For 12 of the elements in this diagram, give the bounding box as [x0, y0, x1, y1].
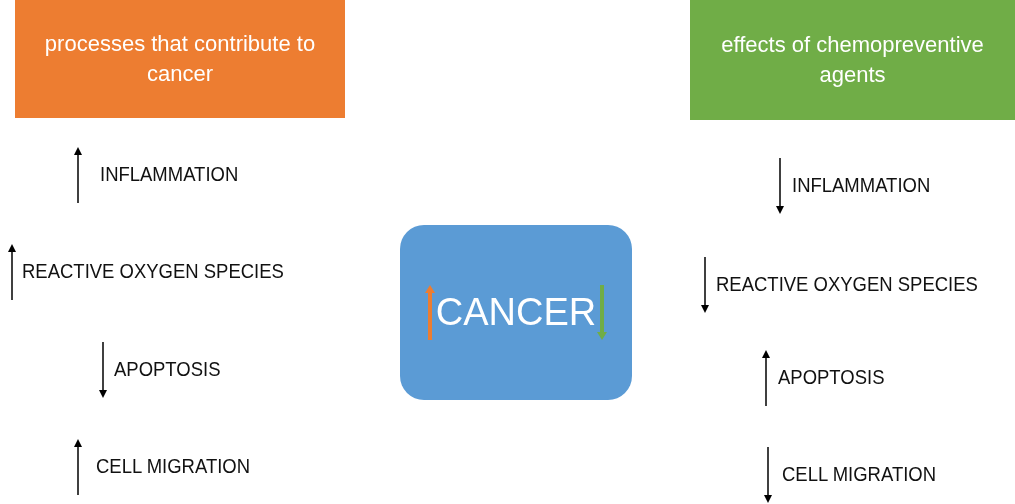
header-box: processes that contribute to cancer	[15, 0, 345, 118]
center-label: CANCER	[435, 291, 597, 334]
factor-label: APOPTOSIS	[778, 365, 885, 389]
factor-label: CELL MIGRATION	[782, 462, 937, 486]
factor-label: CELL MIGRATION	[96, 454, 251, 478]
header-box: effects of chemopreventive agents	[690, 0, 1015, 120]
factor-label: APOPTOSIS	[114, 357, 221, 381]
factor-label: INFLAMMATION	[100, 162, 239, 186]
center-box	[400, 225, 632, 400]
factor-label: REACTIVE OXYGEN SPECIES	[22, 259, 284, 283]
factor-label: INFLAMMATION	[792, 173, 931, 197]
factor-label: REACTIVE OXYGEN SPECIES	[716, 272, 978, 296]
